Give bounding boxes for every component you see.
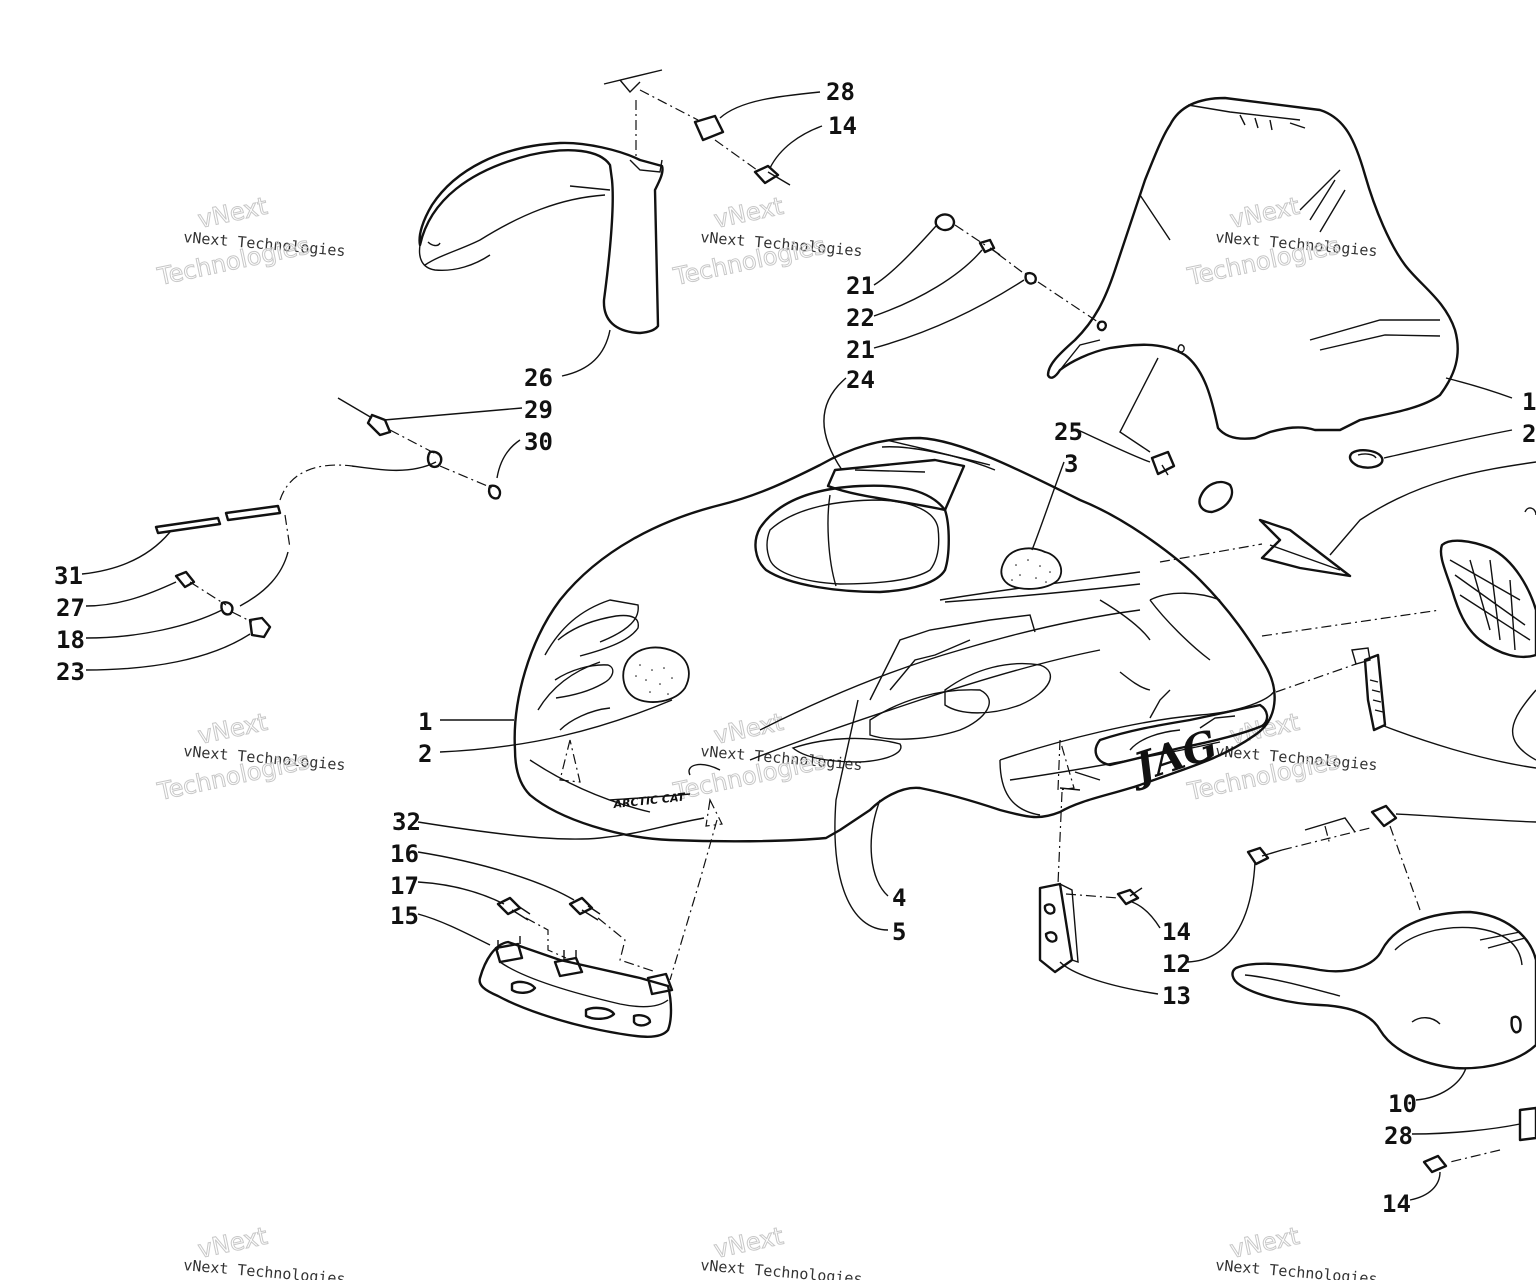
callout-4: 4 — [892, 884, 906, 912]
foam-pad-2 — [622, 646, 690, 703]
watermark-bottom-right: vNext vNext Technologies — [1215, 1221, 1379, 1280]
svg-text:vNext Technologies: vNext Technologies — [700, 1256, 864, 1280]
part-clip-28-top — [603, 69, 791, 186]
watermark-mid-left: vNext vNext Technologies Technologies — [154, 707, 346, 806]
part-vent-right — [1351, 507, 1536, 732]
part-cable-assembly — [154, 397, 502, 639]
callout-3: 3 — [1064, 450, 1078, 478]
svg-text:vNext: vNext — [195, 192, 269, 234]
callout-26: 26 — [524, 364, 553, 392]
svg-text:vNext: vNext — [1227, 192, 1301, 234]
callout-10: 10 — [1388, 1090, 1417, 1118]
callout-29: 29 — [524, 396, 553, 424]
callout-28-top: 28 — [826, 78, 855, 106]
callout-2: 2 — [418, 740, 432, 768]
callout-24: 24 — [846, 366, 875, 394]
watermark-mid-center: vNext vNext Technologies Technologies — [670, 707, 863, 806]
part-grommet-25 — [1119, 357, 1234, 514]
callout-32: 32 — [392, 808, 421, 836]
svg-text:vNext Technologies: vNext Technologies — [183, 1256, 347, 1280]
watermark-bottom-center: vNext vNext Technologies — [700, 1221, 864, 1280]
callout-27: 27 — [56, 594, 85, 622]
foam-pad-3 — [1000, 547, 1063, 590]
svg-text:vNext: vNext — [711, 192, 785, 234]
part-side-cover-10 — [1231, 910, 1536, 1070]
part-windshield-hardware — [934, 213, 1099, 323]
part-screws-16-17 — [496, 819, 718, 981]
brand-decal: ARCTIC CAT — [612, 790, 687, 811]
callout-1: 1 — [418, 708, 432, 736]
watermark-top-center: vNext vNext Technologies Technologies — [670, 191, 863, 291]
callout-13: 13 — [1162, 982, 1191, 1010]
part-pins-32 — [559, 739, 1075, 827]
callout-30: 30 — [524, 428, 553, 456]
callout-22: 22 — [846, 304, 875, 332]
callout-14-bottom: 14 — [1382, 1190, 1411, 1218]
watermark-bottom-left: vNext vNext Technologies — [183, 1221, 347, 1280]
callout-31: 31 — [54, 562, 83, 590]
callout-15: 15 — [390, 902, 419, 930]
part-bracket-13 — [1038, 791, 1143, 974]
callout-21-lower: 21 — [846, 336, 875, 364]
callout-18: 18 — [56, 626, 85, 654]
part-foam-pads — [622, 547, 1063, 703]
part-hood-main — [513, 436, 1276, 843]
callout-25: 25 — [1054, 418, 1083, 446]
callout-16: 16 — [390, 840, 419, 868]
callout-14-mid: 14 — [1162, 918, 1191, 946]
part-bumper-15 — [478, 936, 674, 1038]
part-decal-right — [1258, 518, 1352, 578]
callout-labels: 28 14 26 29 30 31 27 18 23 21 22 21 24 2… — [54, 78, 1536, 1218]
callout-1-right-edge: 1 — [1522, 388, 1536, 416]
callout-17: 17 — [390, 872, 419, 900]
leader-lines — [81, 91, 1536, 1201]
part-windshield — [1046, 96, 1459, 469]
part-cover-26 — [418, 141, 664, 335]
callout-28-bottom: 28 — [1384, 1122, 1413, 1150]
watermark-top-left: vNext vNext Technologies Technologies — [154, 191, 346, 291]
callout-12: 12 — [1162, 950, 1191, 978]
callout-23: 23 — [56, 658, 85, 686]
svg-text:vNext Technologies: vNext Technologies — [1215, 1256, 1379, 1280]
callout-14-top: 14 — [828, 112, 857, 140]
callout-5: 5 — [892, 918, 906, 946]
callout-2-right-edge: 2 — [1522, 420, 1536, 448]
part-side-hardware — [1246, 804, 1536, 1174]
foam-texture — [635, 559, 1051, 695]
watermark-top-right: vNext vNext Technologies Technologies — [1184, 191, 1378, 291]
callout-21-upper: 21 — [846, 272, 875, 300]
